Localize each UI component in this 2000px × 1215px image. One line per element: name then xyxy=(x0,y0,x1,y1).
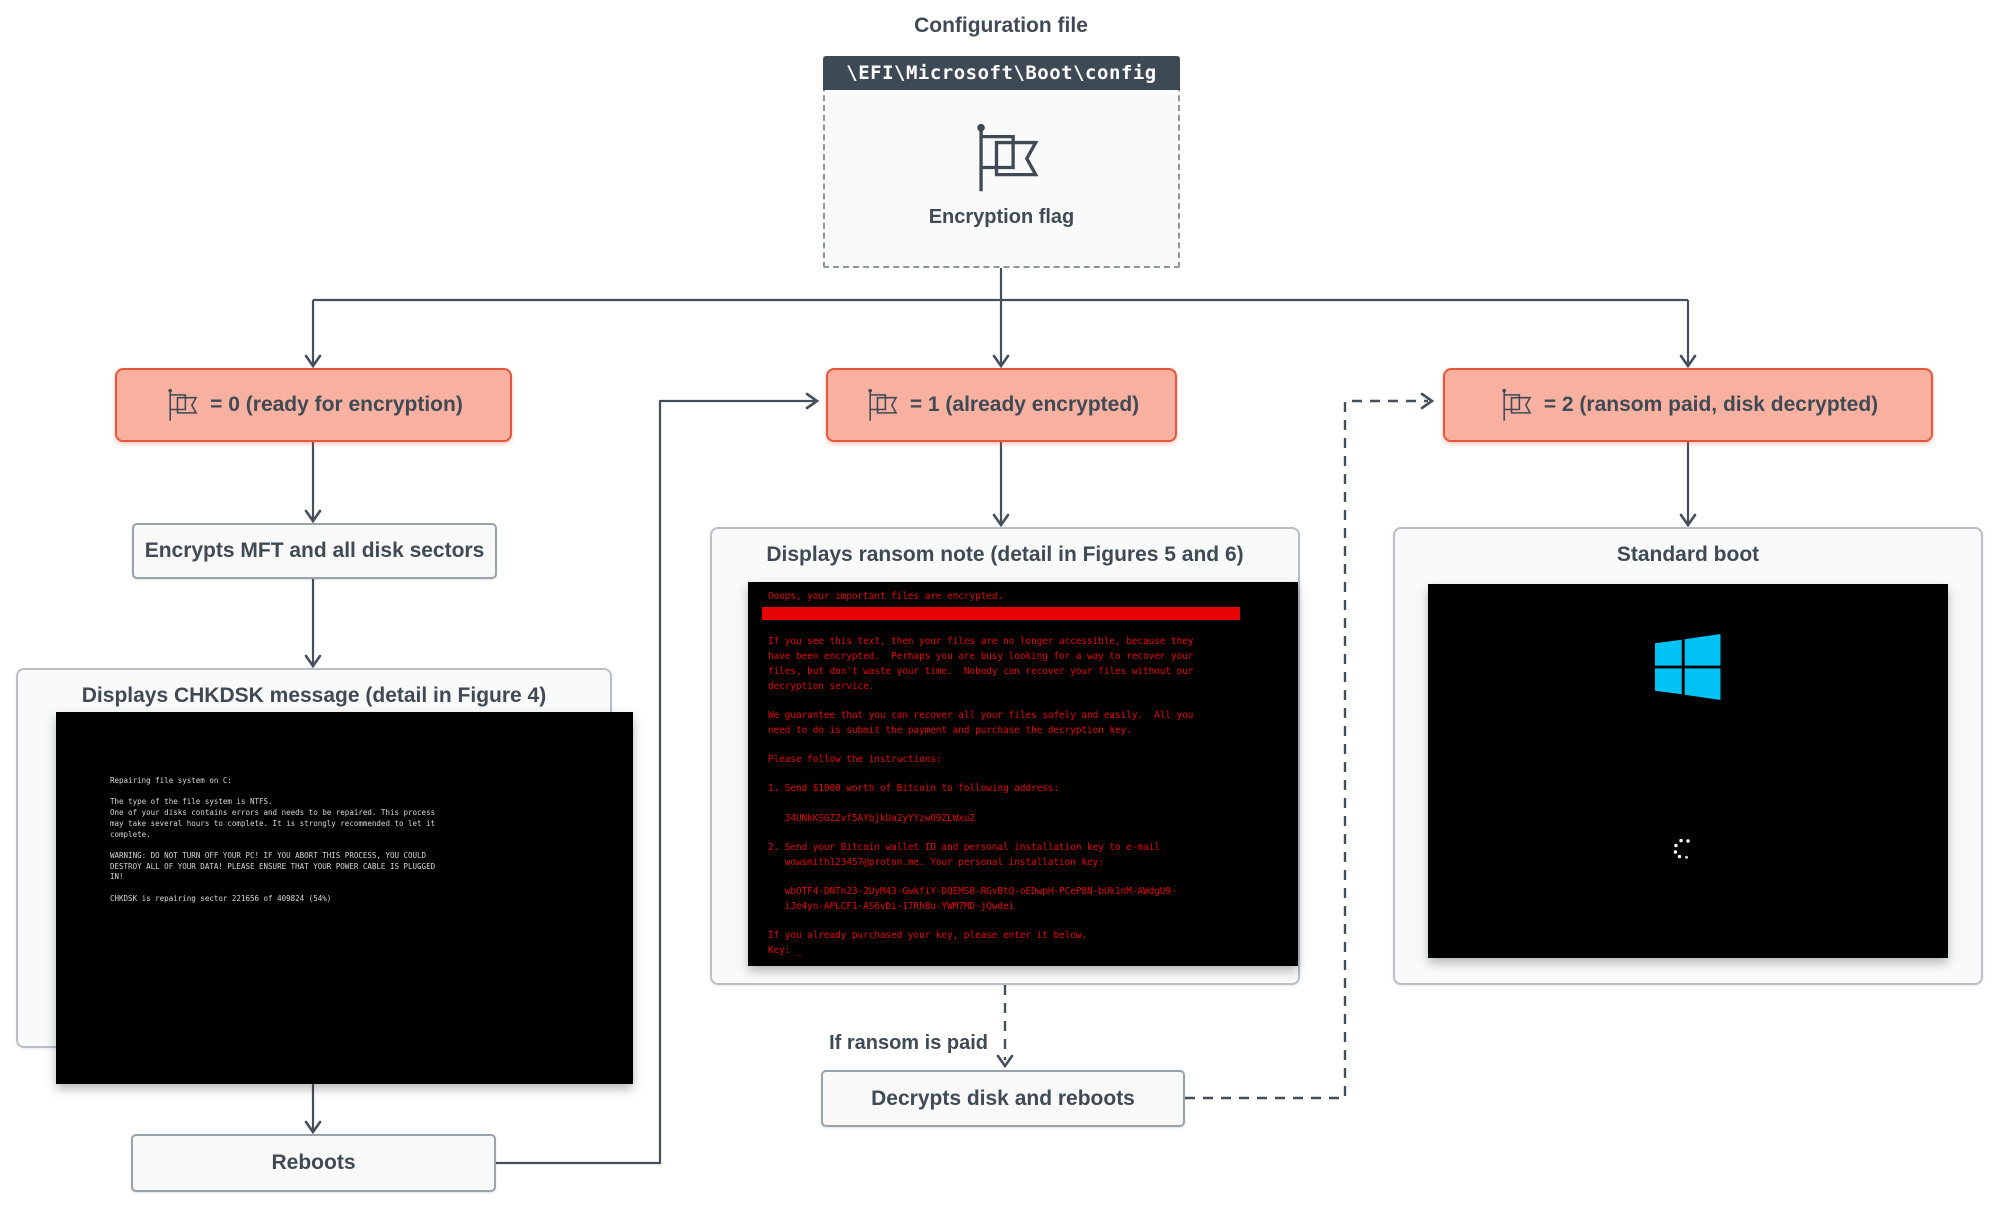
condition-flag-1-label: = 1 (already encrypted) xyxy=(909,393,1140,416)
flag-icon xyxy=(1498,385,1534,425)
terminal-line: Key: _ xyxy=(768,945,802,957)
terminal-line: 34UNkKSGZZvf5AYbjkUa2yYYzw09ZLWxu2 xyxy=(768,812,976,824)
condition-flag-0: = 0 (ready for encryption) xyxy=(115,368,512,442)
config-file-box: \EFI\Microsoft\Boot\config Encryption fl… xyxy=(823,56,1180,268)
terminal-line: complete. xyxy=(110,829,151,839)
terminal-line xyxy=(110,840,627,851)
terminal-line xyxy=(768,694,1280,709)
terminal-line: IN! xyxy=(110,872,124,882)
ransom-screen: Ooops, your important files are encrypte… xyxy=(748,582,1298,966)
terminal-line xyxy=(768,768,1280,783)
terminal-line: wowsmith123457@proton.me. Your personal … xyxy=(768,856,1104,868)
config-path-header: \EFI\Microsoft\Boot\config xyxy=(823,56,1180,90)
terminal-line: WARNING: DO NOT TURN OFF YOUR PC! IF YOU… xyxy=(110,850,427,860)
terminal-line: may take several hours to complete. It i… xyxy=(110,818,436,828)
condition-flag-0-label: = 0 (ready for encryption) xyxy=(210,393,463,416)
terminal-line: The type of the file system is NTFS. xyxy=(110,797,273,807)
terminal-line: We guarantee that you can recover all yo… xyxy=(768,709,1194,721)
reboots-node: Reboots xyxy=(131,1134,496,1192)
terminal-line: iJe4yn-APLCF1-AS6vDi-17RhBu-YWM7MD-jQwde… xyxy=(768,901,1015,913)
flag-icon xyxy=(164,385,200,425)
ransom-red-bar xyxy=(762,606,1240,620)
chkdsk-screen: Repairing file system on C: The type of … xyxy=(56,712,633,1084)
terminal-line xyxy=(768,915,1280,930)
encryption-flag-icon xyxy=(968,110,1044,206)
boot-spinner-icon xyxy=(1673,838,1690,859)
terminal-line: 1. Send $1000 worth of Bitcoin to follow… xyxy=(768,783,1060,795)
terminal-line xyxy=(768,871,1280,886)
terminal-line: have been encrypted. Perhaps you are bus… xyxy=(768,651,1194,663)
terminal-line xyxy=(768,797,1280,812)
terminal-line: Repairing file system on C: xyxy=(110,776,232,785)
condition-flag-1: = 1 (already encrypted) xyxy=(826,368,1177,442)
terminal-line: Please follow the instructions: xyxy=(768,754,942,766)
standard-boot-title: Standard boot xyxy=(1616,543,1760,566)
chkdsk-panel-title: Displays CHKDSK message (detail in Figur… xyxy=(81,684,547,707)
terminal-line xyxy=(768,621,1280,636)
terminal-line: One of your disks contains errors and ne… xyxy=(110,808,436,818)
windows-boot-screen xyxy=(1428,584,1948,958)
terminal-line: need to do is submit the payment and pur… xyxy=(768,724,1132,736)
decrypts-node: Decrypts disk and reboots xyxy=(821,1070,1185,1127)
condition-flag-2: = 2 (ransom paid, disk decrypted) xyxy=(1443,368,1933,442)
terminal-line: CHKDSK is repairing sector 221656 of 409… xyxy=(110,893,332,903)
if-ransom-paid-label: If ransom is paid xyxy=(829,1032,988,1054)
terminal-line xyxy=(110,883,627,894)
ransom-body: If you see this text, then your files ar… xyxy=(768,621,1280,959)
terminal-line xyxy=(110,787,627,798)
flag-icon xyxy=(864,385,900,425)
reboots-label: Reboots xyxy=(271,1151,356,1174)
config-file-title: Configuration file xyxy=(914,14,1088,37)
encrypts-mft-label: Encrypts MFT and all disk sectors xyxy=(144,539,485,562)
encrypts-mft-node: Encrypts MFT and all disk sectors xyxy=(132,523,497,579)
terminal-line xyxy=(768,738,1280,753)
terminal-line: decryption service. xyxy=(768,680,875,692)
ransom-panel-title: Displays ransom note (detail in Figures … xyxy=(766,543,1244,566)
decrypts-label: Decrypts disk and reboots xyxy=(871,1086,1135,1110)
ransom-header-line: Ooops, your important files are encrypte… xyxy=(768,591,1004,602)
encryption-flag-label: Encryption flag xyxy=(928,206,1075,228)
windows-logo-icon xyxy=(1655,634,1721,700)
terminal-line: DESTROY ALL OF YOUR DATA! PLEASE ENSURE … xyxy=(110,861,436,871)
condition-flag-2-label: = 2 (ransom paid, disk decrypted) xyxy=(1543,393,1879,416)
terminal-line: 2. Send your Bitcoin wallet ID and perso… xyxy=(768,842,1160,854)
terminal-line: If you already purchased your key, pleas… xyxy=(768,930,1088,942)
terminal-line: files, but don't waste your time. Nobody… xyxy=(768,665,1194,677)
terminal-line: If you see this text, then your files ar… xyxy=(768,636,1194,648)
terminal-line: wbOTF4-DNTn23-2UyM43-GwkfiY-DQEMSB-RGvBt… xyxy=(768,886,1177,898)
terminal-line xyxy=(768,827,1280,842)
